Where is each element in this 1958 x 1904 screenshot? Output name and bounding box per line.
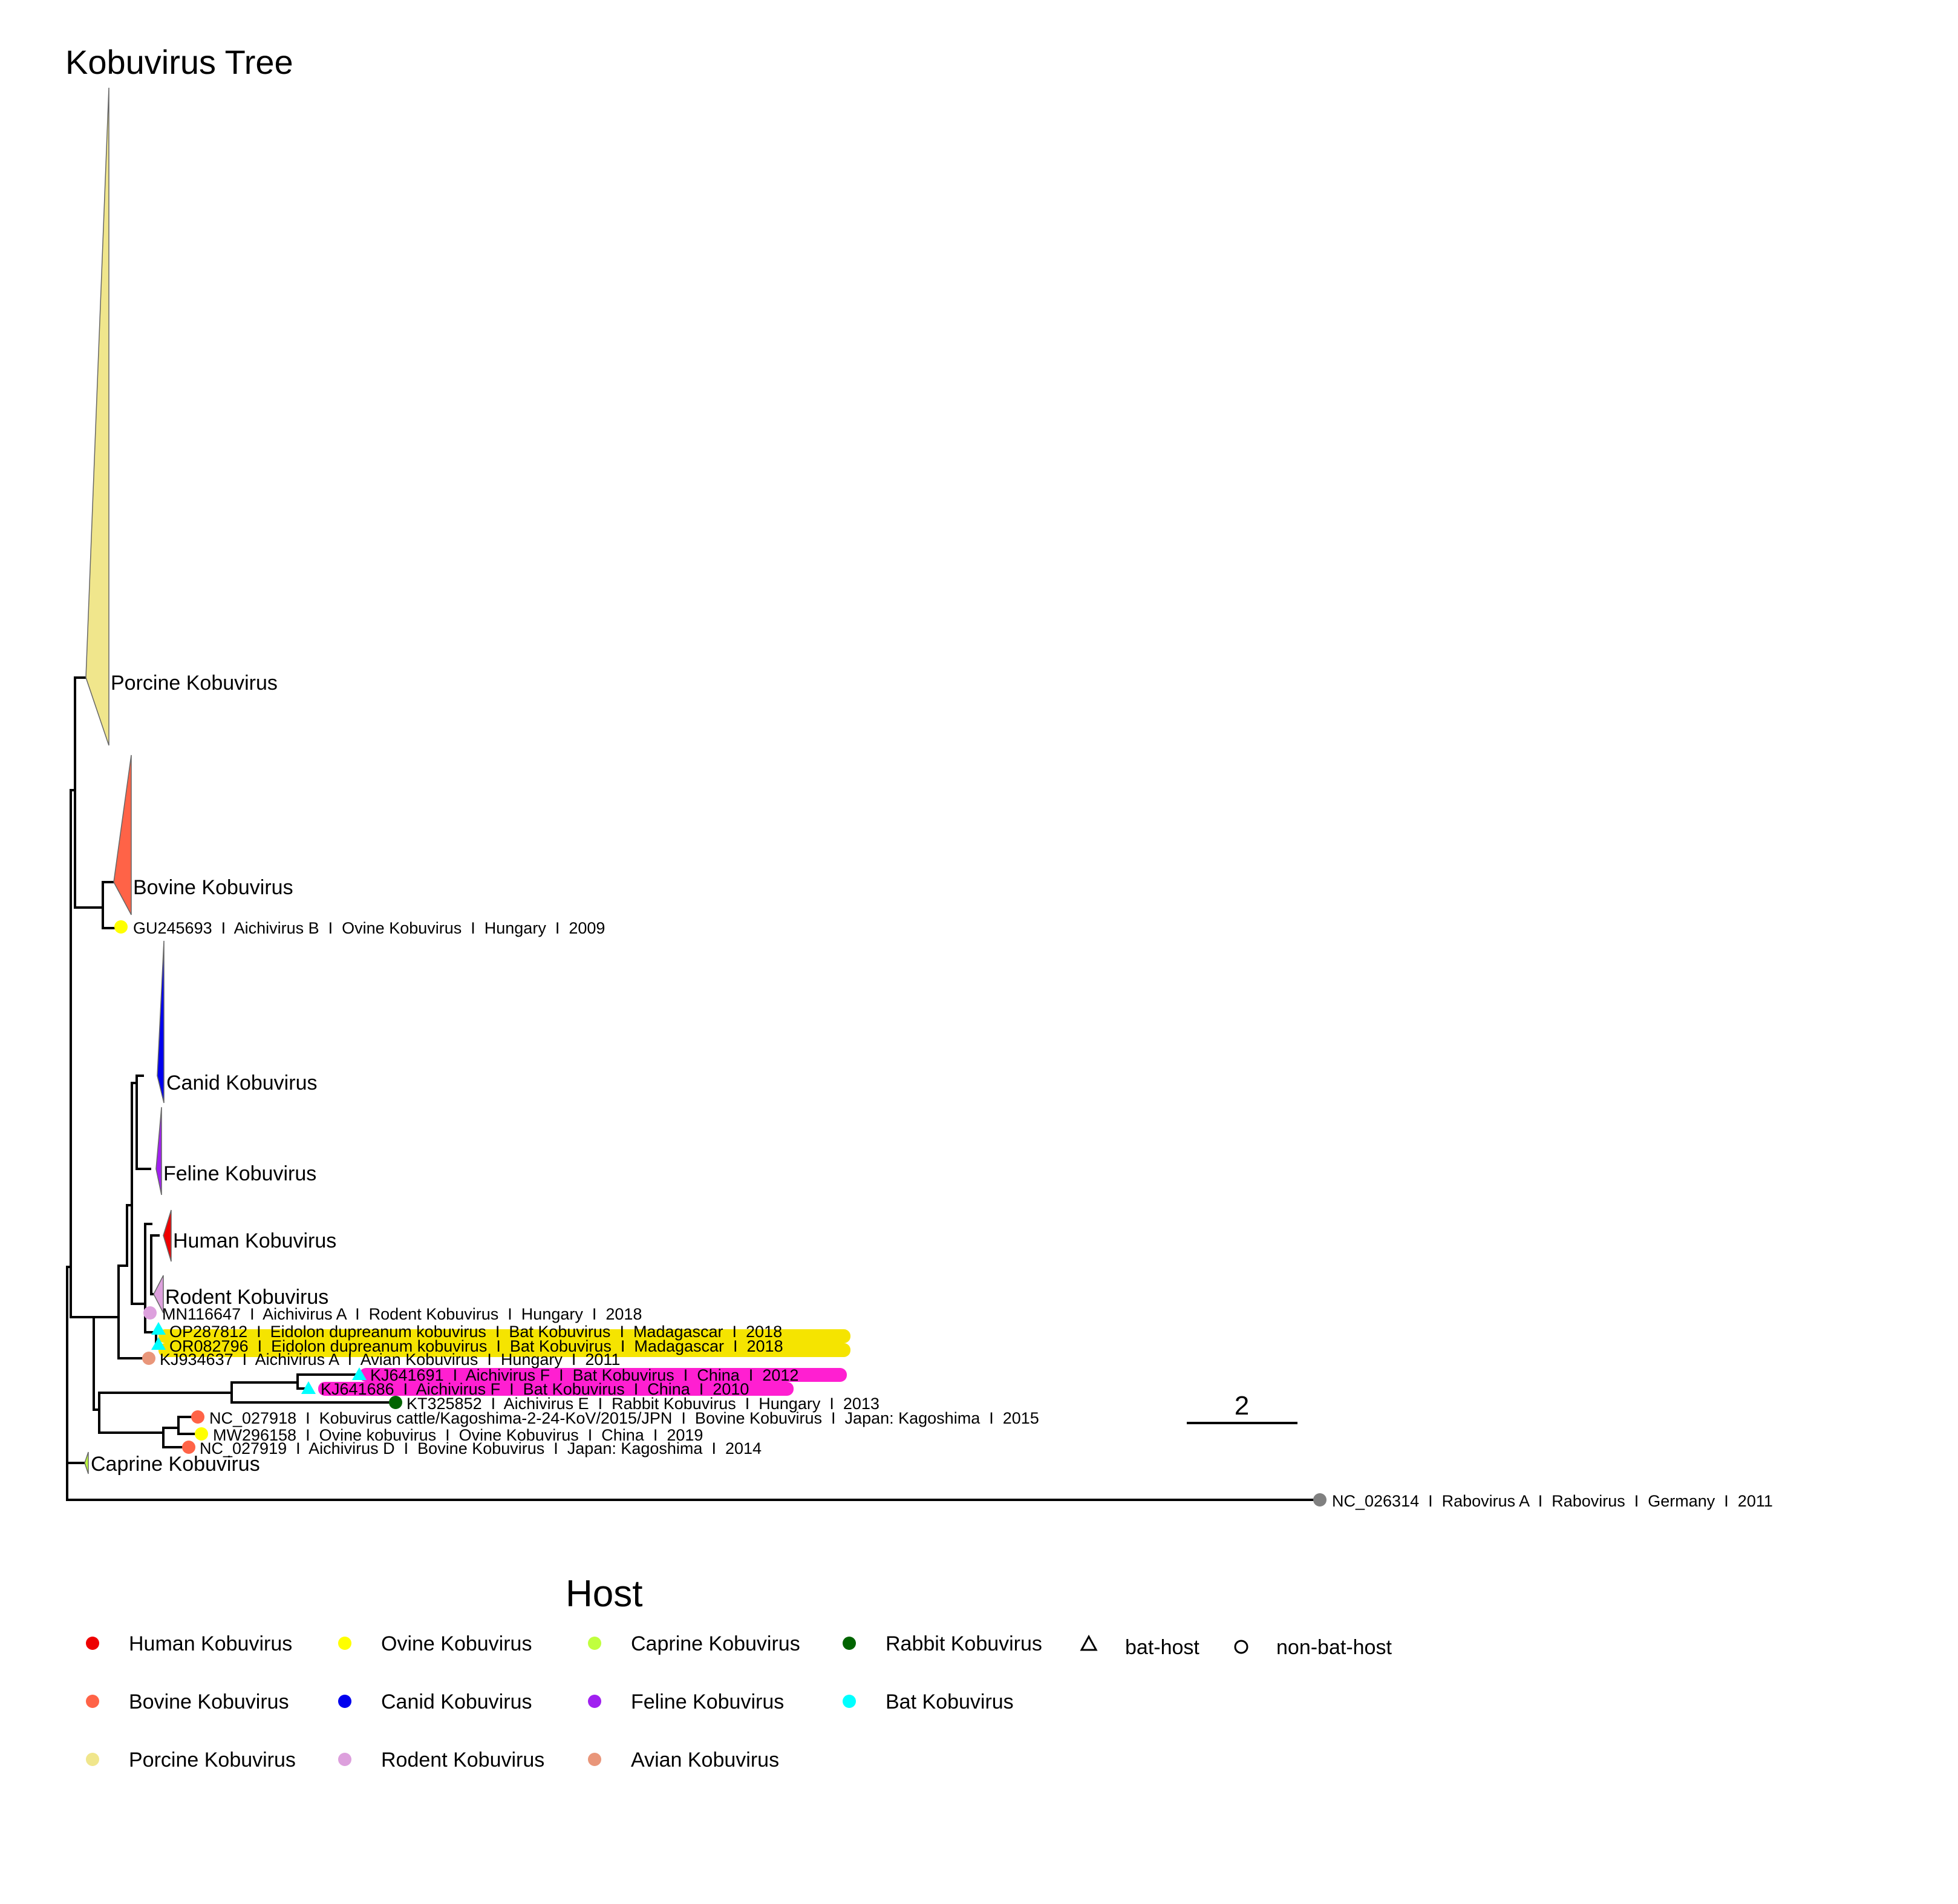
tip-markers — [114, 920, 1327, 1507]
tip-highlights — [158, 1329, 850, 1396]
tip-marker-triangle — [352, 1367, 367, 1380]
tip-marker-circle — [114, 920, 128, 934]
tip-labels: GU245693 I Aichivirus B I Ovine Kobuviru… — [133, 919, 1773, 1510]
tip-label: NC_026314 I Rabovirus A I Rabovirus I Ge… — [1332, 1492, 1773, 1510]
legend-swatch — [86, 1637, 99, 1650]
legend-swatch — [843, 1695, 856, 1708]
tip-label: OP287812 I Eidolon dupreanum kobuvirus I… — [169, 1323, 782, 1341]
tip-label: MW296158 I Ovine kobuvirus I Ovine Kobuv… — [213, 1426, 703, 1444]
tip-label: MN116647 I Aichivirus A I Rodent Kobuvir… — [162, 1305, 642, 1323]
tip-label: KJ934637 I Aichivirus A I Avian Kobuviru… — [160, 1350, 620, 1369]
legend-item: Human Kobuvirus — [86, 1632, 292, 1655]
legend-swatch — [588, 1753, 601, 1766]
legend-swatch — [338, 1695, 351, 1708]
legend-label: Feline Kobuvirus — [631, 1690, 784, 1713]
legend-item: Porcine Kobuvirus — [86, 1749, 296, 1772]
tip-marker-circle — [191, 1410, 204, 1424]
legend-item: Rabbit Kobuvirus — [843, 1632, 1042, 1655]
tip-label: NC_027919 I Aichivirus D I Bovine Kobuvi… — [200, 1439, 762, 1457]
triangle-icon — [1080, 1634, 1098, 1651]
clade-bovine-triangle — [113, 754, 132, 915]
tip-marker-circle — [1313, 1493, 1327, 1507]
tip-marker-circle — [195, 1427, 208, 1441]
tip-marker-triangle — [301, 1381, 316, 1394]
legend-label: Porcine Kobuvirus — [129, 1749, 296, 1772]
tip-label: GU245693 I Aichivirus B I Ovine Kobuviru… — [133, 919, 605, 937]
tip-marker-circle — [389, 1396, 402, 1409]
tip-marker-triangle — [151, 1337, 166, 1350]
clade-porcine-triangle — [85, 87, 109, 746]
tip-marker-circle — [142, 1352, 155, 1365]
tip-marker-circle — [143, 1306, 157, 1320]
legend-item: Caprine Kobuvirus — [588, 1632, 800, 1655]
legend-label: Bovine Kobuvirus — [129, 1690, 289, 1713]
legend-label: Caprine Kobuvirus — [631, 1632, 800, 1655]
legend-shape-item: bat-host — [1080, 1634, 1199, 1659]
tip-marker-circle — [182, 1441, 195, 1454]
tip-label: KJ641691 I Aichivirus F I Bat Kobuvirus … — [370, 1366, 798, 1384]
legend-title: Host — [566, 1573, 642, 1615]
legend-item: Bat Kobuvirus — [843, 1690, 1014, 1713]
clade-rodent-triangle — [153, 1275, 164, 1313]
clade-label-caprine: Caprine Kobuvirus — [91, 1453, 260, 1476]
legend-label: Ovine Kobuvirus — [381, 1632, 532, 1655]
legend-label: Rabbit Kobuvirus — [886, 1632, 1042, 1655]
circle-icon — [1234, 1640, 1248, 1654]
legend-shape-item: non-bat-host — [1234, 1636, 1392, 1659]
legend-item: Avian Kobuvirus — [588, 1749, 779, 1772]
legend-label: Canid Kobuvirus — [381, 1690, 532, 1713]
tip-highlight — [158, 1329, 850, 1343]
clade-label-porcine: Porcine Kobuvirus — [111, 672, 278, 695]
tip-highlight — [318, 1382, 794, 1396]
legend-label: Avian Kobuvirus — [631, 1749, 779, 1772]
legend-swatch — [86, 1695, 99, 1708]
clade-label-feline: Feline Kobuvirus — [163, 1162, 316, 1185]
legend-swatch — [338, 1637, 351, 1650]
legend: Host Human Kobuvirus Bovine Kobuvirus Po… — [86, 1573, 1392, 1772]
legend-swatch — [338, 1753, 351, 1766]
tip-highlight — [359, 1368, 847, 1382]
legend-label: Human Kobuvirus — [129, 1632, 292, 1655]
scale-bar-label: 2 — [1235, 1391, 1249, 1421]
tree-title: Kobuvirus Tree — [65, 43, 293, 81]
clade-feline-triangle — [155, 1107, 162, 1196]
clade-human-triangle — [163, 1209, 172, 1262]
clade-label-rodent: Rodent Kobuvirus — [165, 1286, 328, 1309]
legend-shape-label: bat-host — [1125, 1636, 1199, 1659]
legend-item: Feline Kobuvirus — [588, 1690, 784, 1713]
tip-label: KT325852 I Aichivirus E I Rabbit Kobuvir… — [406, 1395, 879, 1413]
clade-label-human: Human Kobuvirus — [173, 1229, 336, 1252]
clade-label-bovine: Bovine Kobuvirus — [133, 876, 293, 899]
legend-label: Bat Kobuvirus — [886, 1690, 1014, 1713]
tip-marker-triangle — [151, 1322, 166, 1335]
legend-label: Rodent Kobuvirus — [381, 1749, 544, 1772]
tip-label: KJ641686 I Aichivirus F I Bat Kobuvirus … — [321, 1380, 749, 1398]
tip-label: NC_027918 I Kobuvirus cattle/Kagoshima-2… — [209, 1409, 1039, 1427]
clade-canid-triangle — [157, 940, 165, 1104]
legend-swatch — [843, 1637, 856, 1650]
legend-item: Ovine Kobuvirus — [338, 1632, 532, 1655]
clade-labels: Porcine Kobuvirus Bovine Kobuvirus Canid… — [91, 672, 336, 1476]
tip-label: OR082796 I Eidolon dupreanum kobuvirus I… — [169, 1337, 783, 1355]
collapsed-clades — [84, 87, 172, 1474]
legend-swatch — [86, 1753, 99, 1766]
legend-item: Bovine Kobuvirus — [86, 1690, 289, 1713]
scale-bar: 2 — [1187, 1391, 1297, 1424]
clade-caprine-triangle — [84, 1451, 89, 1474]
legend-item: Rodent Kobuvirus — [338, 1749, 544, 1772]
legend-swatch — [588, 1695, 601, 1708]
tree-branches — [66, 676, 1315, 1501]
legend-shape-label: non-bat-host — [1276, 1636, 1392, 1659]
clade-label-canid: Canid Kobuvirus — [166, 1071, 317, 1094]
tip-highlight — [158, 1343, 850, 1357]
legend-swatch — [588, 1637, 601, 1650]
legend-item: Canid Kobuvirus — [338, 1690, 532, 1713]
